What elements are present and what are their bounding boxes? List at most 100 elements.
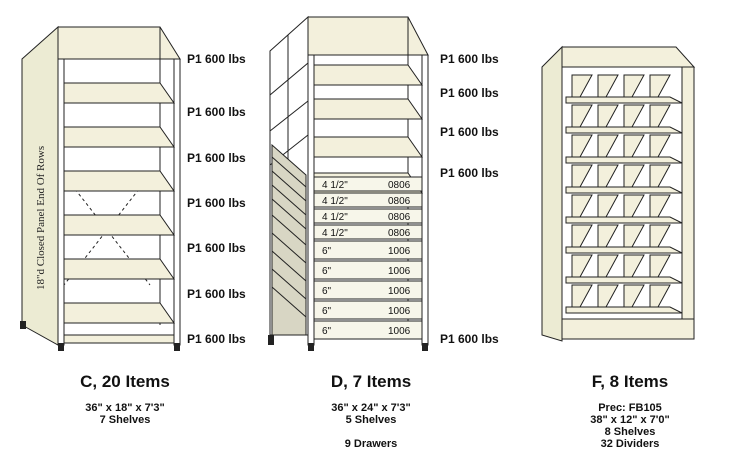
load-label: P1 600 lbs [440,125,499,139]
load-label: P1 600 lbs [440,86,499,100]
divider [623,74,645,98]
front-post-left [307,54,315,346]
divider [623,254,645,278]
drawer-code-label: 1006 [388,326,411,337]
drawer-size-label: 6" [322,246,332,257]
unit-d-svg: 4 1/2" 0806 4 1/2" 0806 4 1/2" 0806 4 1/… [268,15,429,351]
top-shelf [57,26,181,60]
shelf [63,214,175,236]
divider [623,224,645,248]
divider [649,134,671,158]
unit-d-drawing: 4 1/2" 0806 4 1/2" 0806 4 1/2" 0806 4 1/… [268,15,438,355]
divider [597,134,619,158]
divider [597,254,619,278]
shelf [565,186,683,194]
divider [571,134,593,158]
drawer-size-label: 6" [322,326,332,337]
shelf [565,96,683,104]
drawer [313,240,423,260]
drawer [313,192,423,208]
shelf [565,306,683,314]
unit-c-dimensions: 36" x 18" x 7'3" [85,402,165,414]
drawer-size-label: 6" [322,286,332,297]
unit-f-shelves [565,96,683,314]
divider [649,194,671,218]
foot [308,343,314,351]
drawer [313,320,423,340]
side-drawer-runners [271,143,307,336]
load-label: P1 600 lbs [187,52,246,66]
unit-d-shelf-count: 5 Shelves [345,414,397,426]
drawer [313,260,423,280]
divider [571,254,593,278]
divider [623,134,645,158]
drawer-size-label: 4 1/2" [322,196,348,207]
foot [422,343,428,351]
unit-d-drawer-count: 9 Drawers [344,438,398,450]
side-panel [541,45,563,342]
shelf [313,136,423,158]
shelf [565,246,683,254]
shelf [63,170,175,192]
drawer-code-label: 1006 [388,286,411,297]
drawer-code-label: 1006 [388,266,411,277]
unit-c-drawing: 18"d Closed Panel End Of Rows [20,25,190,355]
load-label: P1 600 lbs [440,52,499,66]
shelf [313,98,423,120]
unit-c-title: C, 20 Items [80,372,170,391]
unit-d-shelves [313,64,423,194]
divider [649,164,671,188]
divider [597,194,619,218]
shelf [565,276,683,284]
divider [623,164,645,188]
unit-c-caption: C, 20 Items 36" x 18" x 7'3" 7 Shelves [50,372,200,426]
load-label: P1 600 lbs [187,332,246,346]
unit-f-divider-count: 32 Dividers [600,438,660,450]
divider [623,194,645,218]
foot [174,343,180,351]
drawer-size-label: 6" [322,266,332,277]
divider [597,224,619,248]
unit-f-dividers [571,74,671,308]
drawer-size-label: 6" [322,306,332,317]
top-shelf [307,16,429,56]
unit-c-svg: 18"d Closed Panel End Of Rows [20,25,181,351]
shelf [63,82,175,104]
divider [649,254,671,278]
unit-f-shelf-count: 8 Shelves [604,426,656,438]
divider [571,194,593,218]
shelf [313,64,423,86]
unit-d-drawers [313,176,423,340]
shelf [565,126,683,134]
drawer-code-label: 0806 [388,196,411,207]
unit-f-model: Prec: FB105 [598,402,662,414]
drawer [313,208,423,224]
divider [571,164,593,188]
unit-f-svg [541,45,696,342]
divider [597,284,619,308]
drawer-size-label: 4 1/2" [322,212,348,223]
shelf [565,156,683,164]
base-shelf [63,334,175,344]
unit-f-dimensions: 38" x 12" x 7'0" [590,414,670,426]
unit-f-title: F, 8 Items [591,372,669,391]
front-post-right [173,58,181,346]
panel-label: 18"d Closed Panel End Of Rows [35,146,47,290]
drawer [313,224,423,240]
drawer-code-label: 1006 [388,246,411,257]
load-label: P1 600 lbs [187,151,246,165]
divider [571,104,593,128]
shelf [63,302,175,324]
drawer-size-label: 4 1/2" [322,228,348,239]
divider [597,74,619,98]
divider [649,74,671,98]
right-side [681,66,695,338]
drawer-size-label: 4 1/2" [322,180,348,191]
load-label: P1 600 lbs [187,287,246,301]
unit-d-drawer-labels: 4 1/2" 0806 4 1/2" 0806 4 1/2" 0806 4 1/… [322,180,411,337]
divider [649,104,671,128]
foot [20,321,26,329]
load-label: P1 600 lbs [440,166,499,180]
drawer [313,280,423,300]
front-post-left [57,58,65,346]
